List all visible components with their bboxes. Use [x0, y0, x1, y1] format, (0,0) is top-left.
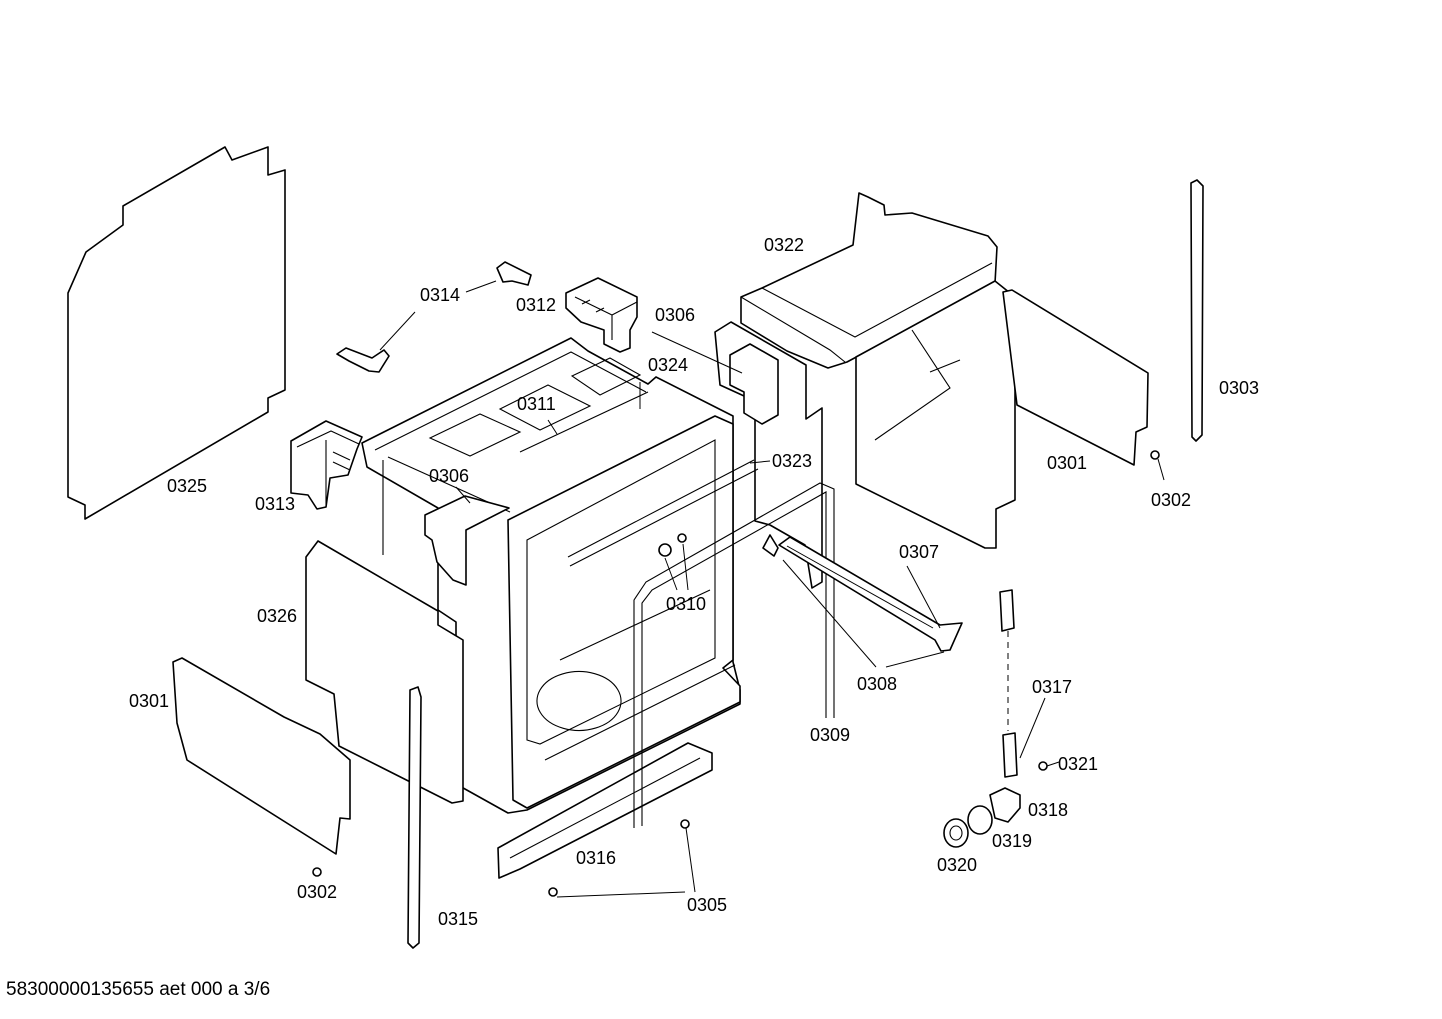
label-0309: 0309 — [810, 725, 850, 745]
label-0310: 0310 — [666, 594, 706, 614]
label-0325: 0325 — [167, 476, 207, 496]
screw-0321 — [1038, 761, 1048, 771]
screw-0305-b — [548, 887, 558, 897]
back-panel-0301-left — [172, 657, 351, 855]
label-0318: 0318 — [1028, 800, 1068, 820]
hose-lower-0317 — [1002, 732, 1018, 778]
label-0317: 0317 — [1032, 677, 1072, 697]
bracket-0314-lower — [336, 347, 390, 373]
hinge-block-0312 — [565, 277, 638, 353]
label-0324: 0324 — [648, 355, 688, 375]
label-0322: 0322 — [764, 235, 804, 255]
clip-0308 — [762, 534, 779, 557]
label-0315: 0315 — [438, 909, 478, 929]
rear-panel-0322 — [855, 280, 1016, 549]
label-0303: 0303 — [1219, 378, 1259, 398]
nut-0320 — [943, 818, 969, 848]
washer-0310 — [658, 543, 672, 557]
label-0306-top: 0306 — [655, 305, 695, 325]
seal-strip-0315 — [407, 686, 422, 949]
label-0311: 0311 — [517, 394, 556, 414]
screw-0302-left — [312, 867, 322, 877]
label-0308: 0308 — [857, 674, 897, 694]
clip-0306-top — [729, 343, 779, 425]
bottom-rail-0316 — [497, 742, 713, 879]
side-panel-0325 — [67, 146, 286, 520]
label-0323: 0323 — [772, 451, 812, 471]
top-panel-0322 — [740, 192, 998, 369]
ring-0319 — [967, 805, 993, 835]
label-0314: 0314 — [420, 285, 460, 305]
label-0316: 0316 — [576, 848, 616, 868]
bracket-0314-upper — [496, 261, 532, 286]
rail-0307 — [778, 536, 963, 652]
label-0302-left: 0302 — [297, 882, 337, 902]
top-seal-0323 — [567, 459, 759, 567]
hose-upper-0317 — [999, 589, 1015, 632]
back-panel-0301-right — [1002, 289, 1149, 466]
label-0302-right: 0302 — [1151, 490, 1191, 510]
label-0312: 0312 — [516, 295, 556, 315]
pin-0310 — [677, 533, 687, 543]
drawing-code: 58300000135655 aet 000 a 3/6 — [6, 979, 271, 1000]
label-0321: 0321 — [1058, 754, 1098, 774]
label-0306-mid: 0306 — [429, 466, 469, 486]
label-0307: 0307 — [899, 542, 939, 562]
seal-strip-0303 — [1190, 179, 1204, 442]
label-0301-right: 0301 — [1047, 453, 1087, 473]
screw-0302-right — [1150, 450, 1160, 460]
drain-elbow-0318 — [989, 787, 1021, 823]
label-0326: 0326 — [257, 606, 297, 626]
label-0313: 0313 — [255, 494, 295, 514]
leader-lines — [379, 280, 1165, 898]
label-0319: 0319 — [992, 831, 1032, 851]
label-0301-left: 0301 — [129, 691, 169, 711]
bracket-0306-mid — [424, 495, 510, 586]
side-panel-0326 — [305, 540, 464, 804]
label-0305: 0305 — [687, 895, 727, 915]
screw-0305-a — [680, 819, 690, 829]
label-0320: 0320 — [937, 855, 977, 875]
door-frame — [507, 415, 741, 809]
